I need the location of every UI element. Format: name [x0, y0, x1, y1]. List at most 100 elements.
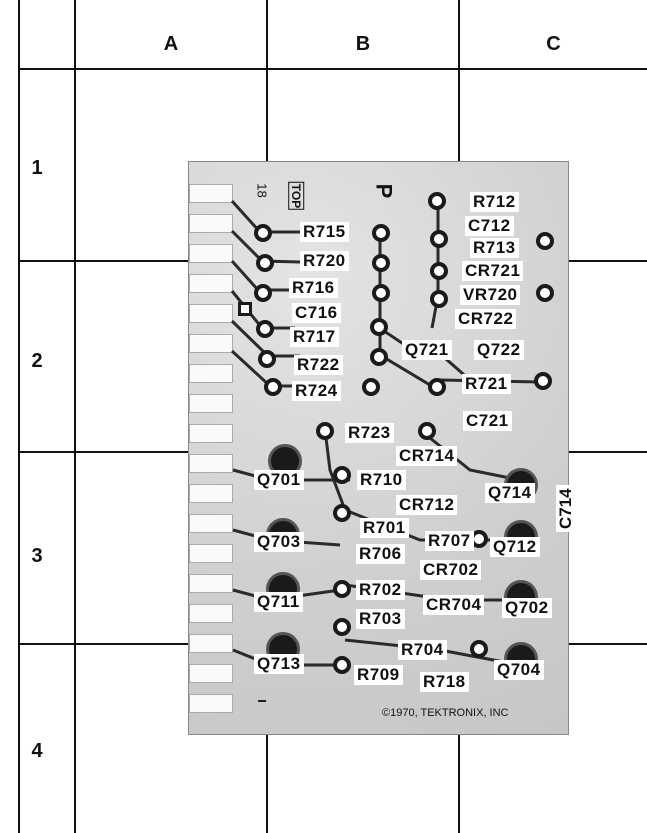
solder-pad — [333, 466, 351, 484]
solder-pad — [430, 262, 448, 280]
edge-finger — [189, 364, 233, 383]
row-header-2: 2 — [31, 350, 43, 372]
solder-pad — [256, 320, 274, 338]
column-header-b: B — [355, 33, 371, 55]
silkscreen-p: P — [371, 183, 397, 199]
label-c721: C721 — [463, 411, 512, 431]
label-q713: Q713 — [254, 654, 304, 674]
row-header-3: 3 — [31, 545, 43, 567]
edge-finger — [189, 304, 233, 323]
board-mark — [258, 700, 266, 702]
solder-pad — [372, 254, 390, 272]
solder-pad — [258, 350, 276, 368]
label-cr714: CR714 — [396, 446, 458, 466]
label-cr721: CR721 — [462, 261, 524, 281]
label-cr712: CR712 — [396, 495, 458, 515]
label-r707: R707 — [425, 531, 474, 551]
solder-pad — [333, 580, 351, 598]
edge-finger — [189, 544, 233, 563]
label-r710: R710 — [357, 470, 406, 490]
edge-finger — [189, 454, 233, 473]
silkscreen-number: 18 — [254, 183, 270, 198]
grid-line-left — [18, 0, 20, 833]
row-header-1: 1 — [31, 157, 43, 179]
solder-pad — [333, 504, 351, 522]
label-q711: Q711 — [254, 592, 303, 612]
grid-line-h0 — [18, 68, 647, 70]
solder-pad — [370, 348, 388, 366]
label-vr720: VR720 — [460, 285, 521, 305]
solder-pad — [428, 192, 446, 210]
solder-pad — [362, 378, 380, 396]
solder-pad — [254, 284, 272, 302]
solder-pad — [372, 284, 390, 302]
solder-pad — [534, 372, 552, 390]
label-r718: R718 — [420, 672, 469, 692]
edge-finger — [189, 274, 233, 293]
silkscreen-top: TOP — [288, 181, 305, 211]
solder-pad — [316, 422, 334, 440]
edge-finger — [189, 214, 233, 233]
solder-pad — [536, 232, 554, 250]
column-header-a: A — [163, 33, 179, 55]
label-r715: R715 — [300, 222, 349, 242]
label-q712: Q712 — [490, 537, 540, 557]
edge-finger — [189, 604, 233, 623]
edge-finger — [189, 484, 233, 503]
edge-finger — [189, 694, 233, 713]
edge-finger — [189, 514, 233, 533]
label-r717: R717 — [290, 327, 339, 347]
label-q702: Q702 — [502, 598, 552, 618]
solder-pad — [333, 618, 351, 636]
solder-pad — [254, 224, 272, 242]
label-q721: Q721 — [402, 340, 452, 360]
label-r702: R702 — [356, 580, 405, 600]
label-r716: R716 — [289, 278, 338, 298]
label-q701: Q701 — [254, 470, 304, 490]
edge-finger — [189, 334, 233, 353]
label-r701: R701 — [360, 518, 409, 538]
edge-finger — [189, 244, 233, 263]
label-r706: R706 — [356, 544, 405, 564]
solder-pad — [418, 422, 436, 440]
label-r709: R709 — [354, 665, 403, 685]
label-c716: C716 — [292, 303, 341, 323]
label-r712: R712 — [470, 192, 519, 212]
label-q703: Q703 — [254, 532, 304, 552]
label-r703: R703 — [356, 609, 405, 629]
edge-finger — [189, 424, 233, 443]
solder-pad — [536, 284, 554, 302]
solder-pad — [256, 254, 274, 272]
solder-pad — [430, 230, 448, 248]
solder-pad — [372, 224, 390, 242]
label-r723: R723 — [345, 423, 394, 443]
label-c714: C714 — [556, 485, 576, 532]
edge-finger — [189, 394, 233, 413]
solder-pad — [333, 656, 351, 674]
copyright-text: ©1970, TEKTRONIX, INC — [382, 707, 509, 719]
label-q714: Q714 — [485, 483, 535, 503]
label-r720: R720 — [300, 251, 349, 271]
edge-finger — [189, 634, 233, 653]
label-cr702: CR702 — [420, 560, 482, 580]
label-r704: R704 — [398, 640, 447, 660]
label-r713: R713 — [470, 238, 519, 258]
solder-pad — [430, 290, 448, 308]
solder-pad — [470, 640, 488, 658]
edge-finger — [189, 664, 233, 683]
label-r722: R722 — [294, 355, 343, 375]
edge-finger — [189, 574, 233, 593]
label-c712: C712 — [465, 216, 514, 236]
label-cr704: CR704 — [423, 595, 485, 615]
column-header-c: C — [546, 33, 561, 55]
label-q722: Q722 — [474, 340, 524, 360]
solder-pad — [428, 378, 446, 396]
label-q704: Q704 — [494, 660, 544, 680]
row-header-4: 4 — [31, 740, 43, 762]
label-r721: R721 — [462, 374, 511, 394]
label-cr722: CR722 — [455, 309, 517, 329]
edge-finger — [189, 184, 233, 203]
solder-pad — [264, 378, 282, 396]
grid-line-v1 — [74, 0, 76, 833]
